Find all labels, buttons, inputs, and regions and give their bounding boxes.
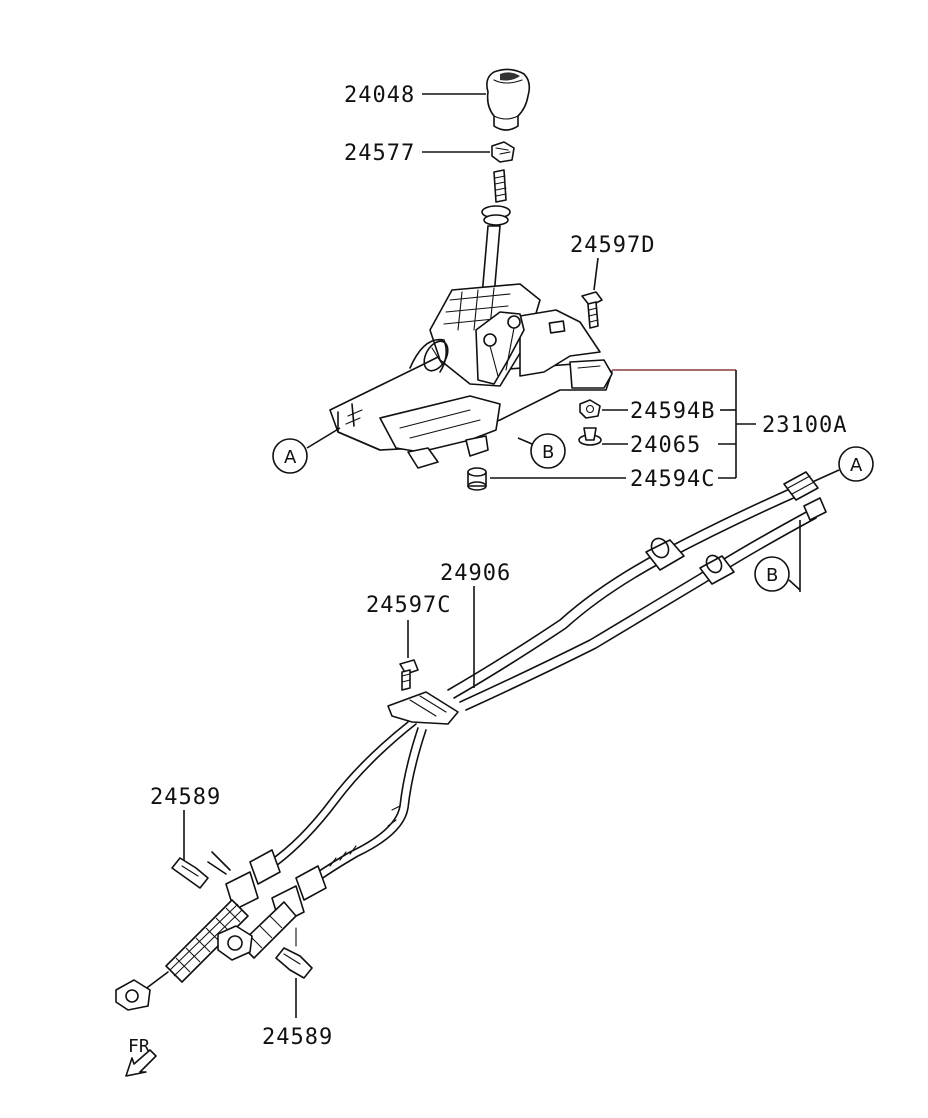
callout-a-left-letter: A [284, 447, 297, 468]
callout-a-left [272, 427, 341, 474]
cable-end-upper [115, 849, 281, 1011]
part-label-24589-upper: 24589 [150, 785, 221, 810]
part-label-23100A: 23100A [762, 413, 847, 438]
part-label-24589-lower: 24589 [262, 1025, 333, 1050]
callout-b-left [517, 433, 566, 469]
bracket-23100a [718, 370, 756, 479]
shift-knob [486, 68, 531, 131]
clip-24589-upper [171, 851, 231, 889]
part-label-24065: 24065 [630, 433, 701, 458]
callout-b-right [754, 520, 801, 592]
part-label-24597C: 24597C [366, 593, 451, 618]
clip-24589-lower [275, 947, 313, 979]
bolt-24597c [399, 659, 419, 691]
part-label-24577: 24577 [344, 141, 415, 166]
callout-b-right-letter: B [766, 565, 778, 586]
callout-b-left-letter: B [542, 442, 554, 463]
shift-lever-rod [481, 169, 511, 297]
part-label-24594B: 24594B [630, 399, 715, 424]
bolt-24597d [581, 291, 603, 329]
bushing-24594c [467, 467, 487, 491]
nut-24594b [579, 399, 601, 419]
callout-a-right-letter: A [850, 455, 863, 476]
part-label-24597D: 24597D [570, 233, 655, 258]
knob-nut [491, 141, 515, 163]
cable-assembly [267, 471, 827, 881]
clip-24065 [578, 427, 602, 446]
direction-arrow-icon [125, 1049, 157, 1077]
cable-end-lower [217, 865, 327, 961]
direction-label: FR [128, 1036, 150, 1057]
shifter-base-assembly [329, 283, 613, 469]
part-label-24594C: 24594C [630, 467, 715, 492]
part-label-24906: 24906 [440, 561, 511, 586]
leader-24597D [593, 257, 599, 291]
part-label-24048: 24048 [344, 83, 415, 108]
callout-a-right [807, 446, 874, 485]
